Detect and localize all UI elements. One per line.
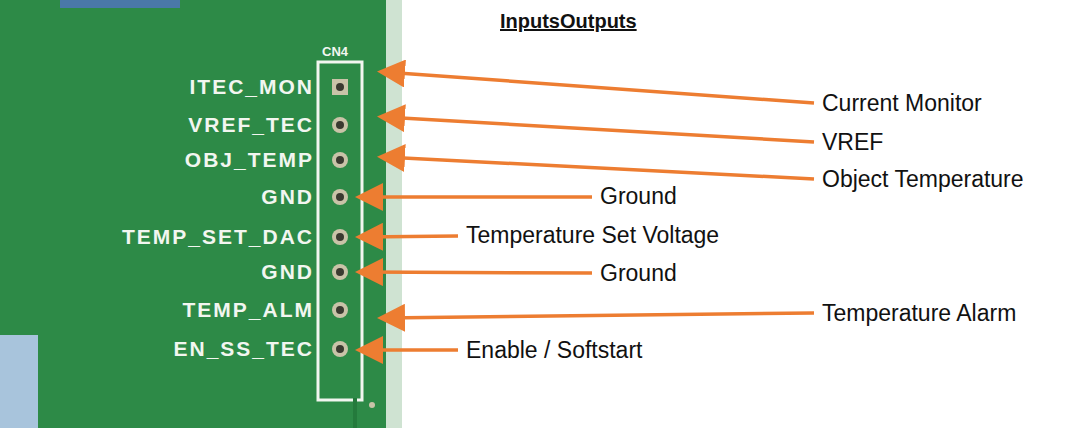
pin-name: TEMP_SET_DAC: [122, 225, 314, 249]
signal-description: Temperature Set Voltage: [466, 222, 719, 248]
connector-name: CN4: [322, 45, 348, 60]
pin-name: OBJ_TEMP: [185, 148, 314, 172]
signal-description: Enable / Softstart: [466, 337, 642, 363]
pcb-board: [0, 0, 402, 428]
signal-description: Ground: [600, 260, 677, 286]
section-title: InputsOutputs: [500, 10, 637, 33]
pin-name: TEMP_ALM: [183, 298, 315, 322]
pin-name: GND: [261, 260, 314, 284]
signal-description: Temperature Alarm: [822, 300, 1016, 326]
board-edge: [386, 0, 402, 428]
header-pins: [332, 79, 375, 408]
pin-name: EN_SS_TEC: [173, 337, 314, 361]
signal-description: Ground: [600, 183, 677, 209]
pin-name: VREF_TEC: [188, 113, 314, 137]
blue-part: [60, 0, 180, 8]
signal-description: Object Temperature: [822, 166, 1024, 192]
leader-arrows: [362, 72, 814, 350]
trace: [353, 398, 357, 428]
pin-name: ITEC_MON: [189, 75, 314, 99]
signal-description: Current Monitor: [822, 90, 982, 116]
header-outline: [318, 62, 362, 400]
signal-description: VREF: [822, 129, 883, 155]
blue-part: [0, 335, 38, 428]
pin-name: GND: [261, 185, 314, 209]
